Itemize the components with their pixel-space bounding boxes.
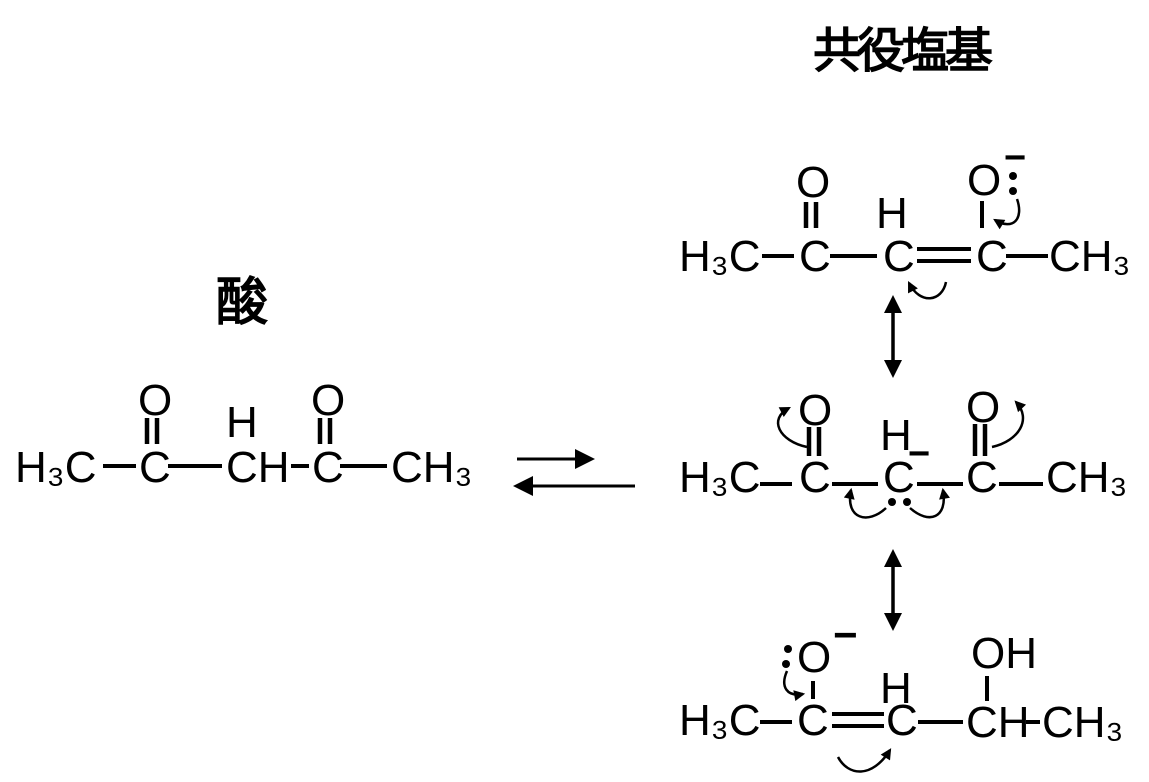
negative-charge: − [908,433,931,475]
atom-ch3: CH₃ [391,443,473,492]
atom-o: O [311,376,346,425]
resonance-arrowhead-down [884,360,902,378]
atom-c: C [883,453,915,502]
atom-ch: CH [966,698,1030,747]
atom-c: C [966,453,998,502]
resonance-arrowhead-up [884,549,902,567]
curved-electron-arrow [993,198,1021,230]
curved-electron-arrow [909,487,950,519]
equilibrium-reverse-arrowhead [513,476,533,496]
atom-o: O [798,386,833,435]
lone-pair-dot [903,498,911,506]
lone-pair-dot [784,645,792,653]
curved-electron-arrow [783,670,806,702]
atom-c: C [799,232,831,281]
atom-c: C [312,443,344,492]
atom-h: H [880,411,912,460]
negative-charge: − [1004,137,1027,179]
atom-h3c: H₃C [679,696,761,745]
atom-o: O [967,156,1002,205]
conjugate-base-label: 共役塩基 [813,25,993,78]
atom-c: C [139,443,171,492]
atom-ch3: CH₃ [1046,453,1128,502]
acid-label: 酸 [216,275,269,332]
atom-c: C [799,453,831,502]
atom-ch: CH [226,443,290,492]
negative-charge: − [833,611,858,658]
lone-pair-dot [782,660,790,668]
curved-electron-arrow [776,406,808,449]
curved-electron-arrow [843,487,887,519]
atom-h: H [876,189,908,238]
lone-pair-dot [1009,172,1017,180]
atom-ch3: CH₃ [1042,698,1124,747]
atom-o: O [797,633,832,682]
atom-oh: OH [971,629,1037,678]
lone-pair-dot [1009,187,1017,195]
curved-electron-arrow [991,400,1027,449]
atom-h3c: H₃C [679,453,761,502]
atom-o: O [138,376,173,425]
atom-o: O [966,383,1001,432]
atom-c: C [883,232,915,281]
resonance-arrowhead-down [884,613,902,631]
atom-h: H [226,398,258,447]
atom-c: C [976,232,1008,281]
lone-pair-dot [888,498,896,506]
atom-h3c: H₃C [679,232,761,281]
atom-c: C [886,696,918,745]
resonance-arrowhead-up [884,295,902,313]
atom-h: H [880,664,912,713]
curved-electron-arrow [836,748,892,773]
atom-h3c: H₃C [15,443,97,492]
atom-o: O [796,158,831,207]
curved-electron-arrow [907,281,948,300]
equilibrium-forward-arrowhead [575,449,595,469]
atom-ch3: CH₃ [1049,232,1131,281]
atom-c: C [797,696,829,745]
